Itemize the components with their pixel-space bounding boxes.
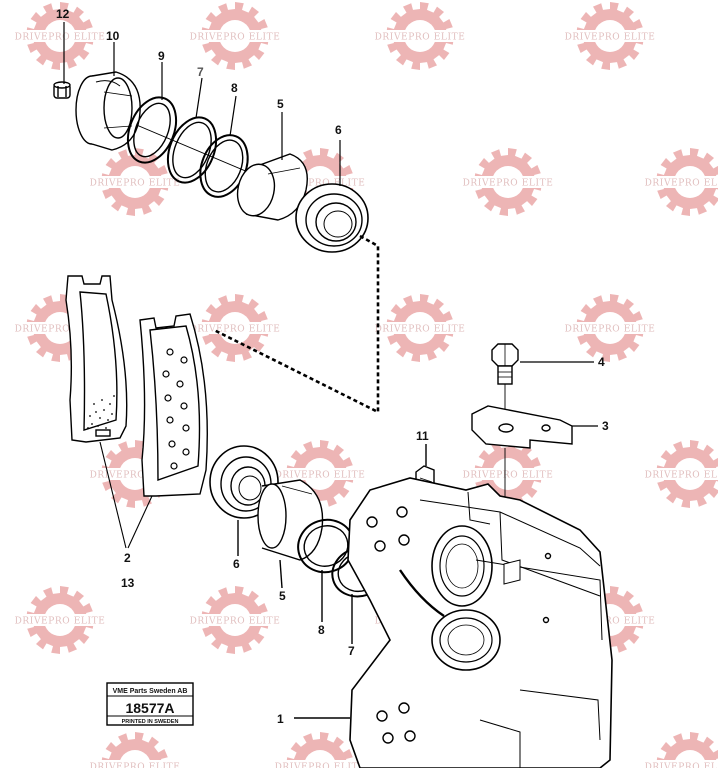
bottom-assembly xyxy=(209,444,613,769)
callout-labels: 12 10 9 7 8 5 6 4 3 11 2 13 6 5 8 7 1 xyxy=(56,7,609,726)
callout-7-top: 7 xyxy=(197,65,204,79)
callout-3: 3 xyxy=(602,419,609,433)
callout-12: 12 xyxy=(56,7,70,21)
watermark-logo: DRIVEPRO ELITE xyxy=(262,440,378,508)
part-10-cap xyxy=(75,71,141,151)
part-5-piston-bottom xyxy=(257,479,324,561)
watermark-logo: DRIVEPRO ELITE xyxy=(362,294,478,362)
watermark-text: DRIVEPRO ELITE xyxy=(275,471,366,481)
watermark-logo: DRIVEPRO ELITE xyxy=(552,2,668,70)
watermark-logo: DRIVEPRO ELITE xyxy=(2,2,118,70)
watermark-text: DRIVEPRO ELITE xyxy=(15,617,106,627)
part-12-nipple xyxy=(53,81,71,99)
brake-pads xyxy=(65,275,208,549)
part-4-bolt xyxy=(491,343,519,385)
callout-6-bottom: 6 xyxy=(233,557,240,571)
stamp-company: VME Parts Sweden AB xyxy=(113,688,188,695)
watermark-text: DRIVEPRO ELITE xyxy=(463,179,554,189)
watermark-text: DRIVEPRO ELITE xyxy=(15,33,106,43)
watermark-text: DRIVEPRO ELITE xyxy=(463,471,554,481)
watermark-text: DRIVEPRO ELITE xyxy=(645,763,718,769)
stamp-footer: PRINTED IN SWEDEN xyxy=(122,719,179,725)
watermark-text: DRIVEPRO ELITE xyxy=(190,617,281,627)
stamp-number: 18577A xyxy=(125,700,174,716)
part-6-boot-top xyxy=(295,183,369,253)
callout-8-top: 8 xyxy=(231,81,238,95)
watermark-text: DRIVEPRO ELITE xyxy=(375,325,466,335)
watermark-text: DRIVEPRO ELITE xyxy=(275,763,366,769)
watermark-logo: DRIVEPRO ELITE xyxy=(450,440,566,508)
callout-13: 13 xyxy=(121,576,135,590)
callout-5-bottom: 5 xyxy=(279,589,286,603)
part-5-piston-top xyxy=(236,153,308,221)
watermark-logo: DRIVEPRO ELITE xyxy=(632,148,718,216)
part-3-bracket xyxy=(471,405,573,449)
watermark-logo: DRIVEPRO ELITE xyxy=(177,294,293,362)
watermark-text: DRIVEPRO ELITE xyxy=(90,179,181,189)
callout-6-top: 6 xyxy=(335,123,342,137)
bolt-bracket xyxy=(471,343,573,564)
watermark-text: DRIVEPRO ELITE xyxy=(565,325,656,335)
watermark-text: DRIVEPRO ELITE xyxy=(645,471,718,481)
part-1-caliper-housing xyxy=(347,477,613,769)
top-assembly xyxy=(53,71,380,415)
watermark-text: DRIVEPRO ELITE xyxy=(90,763,181,769)
drawing-stamp: VME Parts Sweden AB 18577A PRINTED IN SW… xyxy=(106,682,194,726)
watermark-logo: DRIVEPRO ELITE xyxy=(632,440,718,508)
watermark-text: DRIVEPRO ELITE xyxy=(375,33,466,43)
part-7-ring-top xyxy=(166,116,218,184)
watermark-logo: DRIVEPRO ELITE xyxy=(362,2,478,70)
watermark-text: DRIVEPRO ELITE xyxy=(565,33,656,43)
callout-7-bottom: 7 xyxy=(348,644,355,658)
watermark-logo: DRIVEPRO ELITE xyxy=(77,732,193,773)
watermark-logo: DRIVEPRO ELITE xyxy=(77,148,193,216)
brake-pad-friction xyxy=(65,275,128,443)
watermark-logo: DRIVEPRO ELITE xyxy=(552,294,668,362)
callout-10: 10 xyxy=(106,29,120,43)
watermark-text: DRIVEPRO ELITE xyxy=(645,179,718,189)
watermark-logo: DRIVEPRO ELITE xyxy=(450,148,566,216)
callout-9: 9 xyxy=(158,49,165,63)
watermark-logo: DRIVEPRO ELITE xyxy=(632,732,718,773)
watermark-text: DRIVEPRO ELITE xyxy=(15,325,106,335)
watermark-logo: DRIVEPRO ELITE xyxy=(2,586,118,654)
watermark-text: DRIVEPRO ELITE xyxy=(190,325,281,335)
callout-4: 4 xyxy=(598,355,605,369)
callout-8-bottom: 8 xyxy=(318,623,325,637)
top-leaders xyxy=(63,22,598,427)
callout-11: 11 xyxy=(416,429,429,443)
callout-5-top: 5 xyxy=(277,97,284,111)
callout-2: 2 xyxy=(124,551,131,565)
brake-pad-backing xyxy=(139,313,208,497)
watermark-text: DRIVEPRO ELITE xyxy=(275,179,366,189)
watermark-text: DRIVEPRO ELITE xyxy=(90,471,181,481)
watermark-text: DRIVEPRO ELITE xyxy=(190,33,281,43)
watermark-text: DRIVEPRO ELITE xyxy=(565,617,656,627)
watermark-logo: DRIVEPRO ELITE xyxy=(177,2,293,70)
watermark-logo: DRIVEPRO ELITE xyxy=(177,586,293,654)
callout-1: 1 xyxy=(277,712,284,726)
